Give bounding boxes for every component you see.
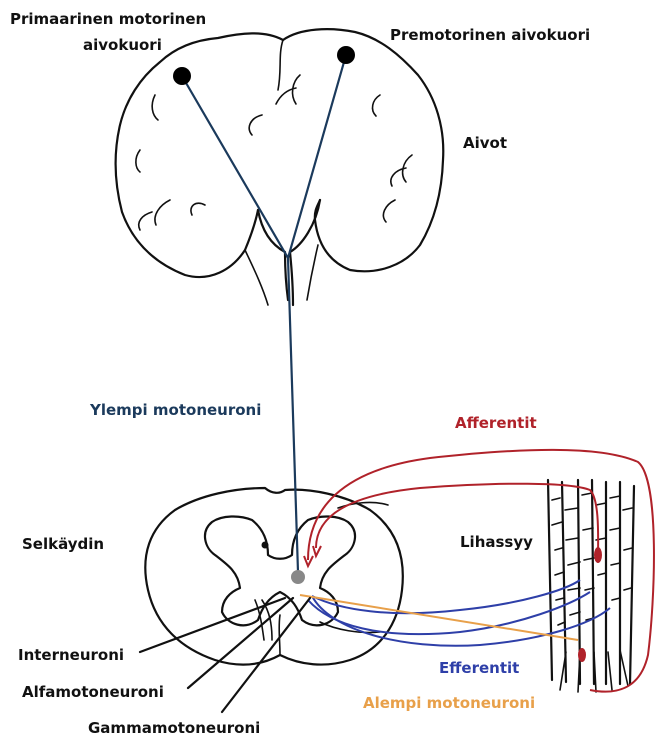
label-muscle: Lihassyy (460, 533, 533, 551)
afferent-pathway (304, 450, 654, 692)
label-efferents: Efferentit (439, 659, 519, 677)
label-brain: Aivot (463, 134, 507, 152)
label-gamma-motor-neuron: Gammamotoneuroni (88, 719, 260, 737)
label-premotor-cortex: Premotorinen aivokuori (390, 26, 590, 44)
spinal-cord-drawing (145, 488, 403, 665)
premotor-cortex-marker (337, 46, 355, 64)
label-primary-motor-cortex-2: aivokuori (83, 36, 162, 54)
label-spinal-cord: Selkäydin (22, 535, 104, 553)
muscle-drawing (548, 480, 634, 692)
label-primary-motor-cortex: Primaarinen motorinen (10, 10, 206, 28)
primary-motor-cortex-marker (173, 67, 191, 85)
label-interneuron: Interneuroni (18, 646, 124, 664)
label-alpha-motor-neuron: Alfamotoneuroni (22, 683, 164, 701)
label-upper-motor-neuron: Ylempi motoneuroni (89, 401, 261, 419)
motor-neuron-cell-body (291, 570, 305, 584)
brain-drawing (116, 29, 444, 305)
label-lower-motor-neuron: Alempi motoneuroni (363, 694, 535, 712)
label-afferents: Afferentit (455, 414, 537, 432)
